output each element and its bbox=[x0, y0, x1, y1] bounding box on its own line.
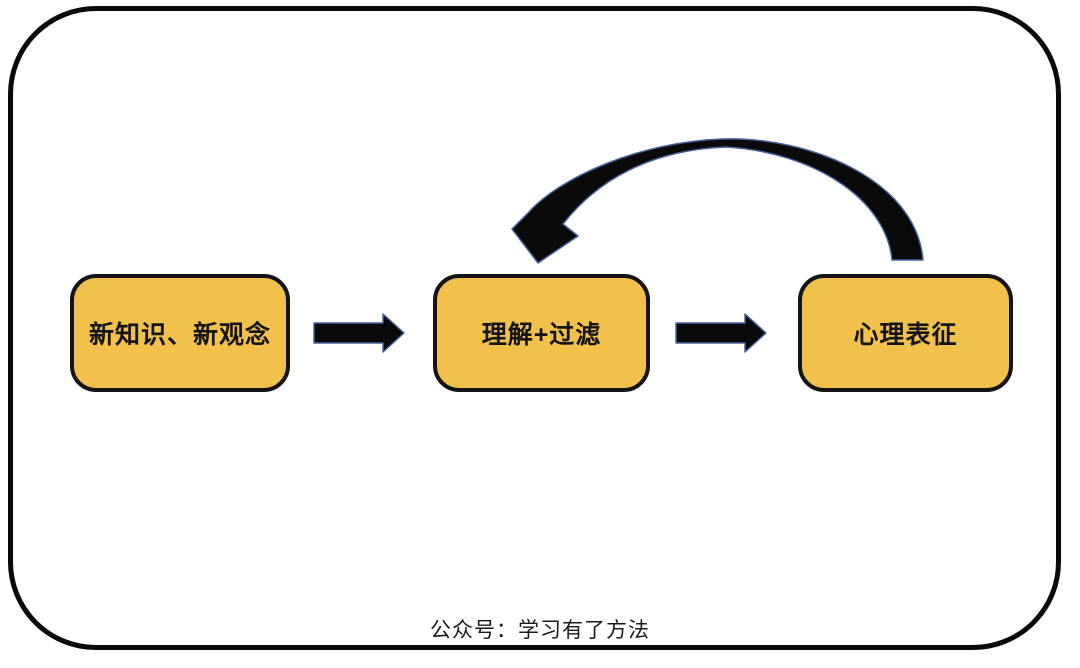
caption-watermark: 公众号：学习有了方法 bbox=[430, 619, 650, 642]
node-new-knowledge: 新知识、新观念 bbox=[70, 274, 290, 392]
node-understand-filter-label: 理解+过滤 bbox=[481, 321, 602, 349]
node-new-knowledge-label: 新知识、新观念 bbox=[88, 321, 271, 349]
node-understand-filter: 理解+过滤 bbox=[433, 274, 650, 392]
node-mental-representation: 心理表征 bbox=[798, 274, 1013, 392]
node-mental-representation-label: 心理表征 bbox=[853, 321, 958, 349]
